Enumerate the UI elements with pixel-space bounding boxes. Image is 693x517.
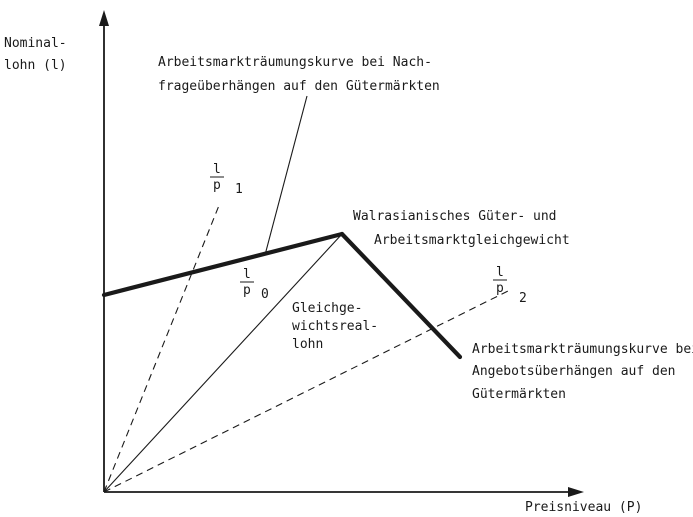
ray-0-subscript: 0 [261,287,269,302]
ray-2-dashed [103,289,511,493]
equilibrium-label-line-2: Arbeitsmarktgleichgewicht [374,233,570,248]
ray-1-subscript: 1 [235,182,243,197]
ray-2-denominator: p [496,281,504,296]
ray-1-denominator: p [213,178,221,193]
x-axis-label: Preisniveau (P) [525,500,642,515]
y-axis-label-line-1: Nominal- [4,36,67,51]
real-wage-label-line-1: Gleichge- [292,301,362,316]
ray-1-numerator: l [213,162,221,177]
real-wage-label-line-2: wichtsreal- [292,319,378,334]
ray-2-subscript: 2 [519,291,527,306]
real-wage-label-line-3: lohn [292,337,323,352]
supply-excess-clearing-curve [339,231,463,360]
ray-0-numerator: l [243,267,251,282]
ray-2-label: l p 2 [493,265,527,306]
ray-1-dashed [103,202,221,493]
supply-curve-label-line-2: Angebotsüberhängen auf den [472,364,676,379]
x-axis-arrowhead [568,487,584,497]
ray-0-label: l p 0 [240,267,269,302]
y-axis-label-line-2: lohn (l) [4,58,67,73]
supply-curve-label-line-1: Arbeitsmarkträumungskurve bei [472,342,693,357]
demand-label-leader-line [264,95,308,256]
demand-excess-clearing-curve [101,231,345,298]
equilibrium-label-line-1: Walrasianisches Güter- und [353,209,557,224]
demand-curve-label-line-1: Arbeitsmarkträumungskurve bei Nach- [158,55,432,70]
y-axis-arrowhead [99,10,109,26]
ray-0-denominator: p [243,283,251,298]
supply-curve-label-line-3: Gütermärkten [472,387,566,402]
ray-0-equilibrium-real-wage [103,233,343,493]
demand-curve-label-line-2: frageüberhängen auf den Gütermärkten [158,79,440,94]
ray-2-numerator: l [496,265,504,280]
ray-1-label: l p 1 [210,162,243,197]
